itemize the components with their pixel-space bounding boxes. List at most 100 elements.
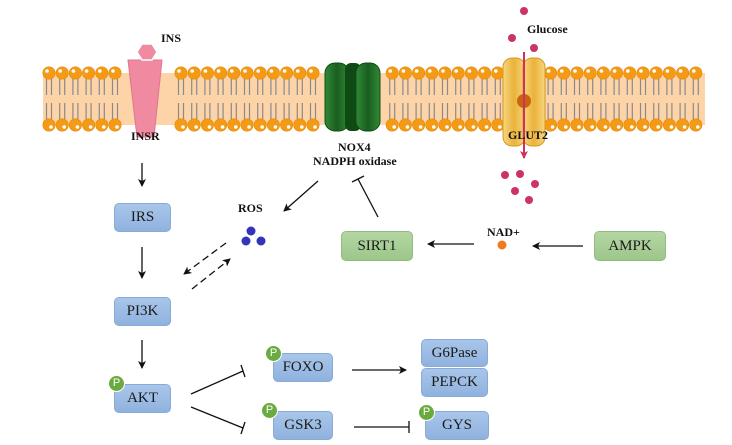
lipid-highlight: [480, 69, 485, 73]
lipid-highlight: [300, 125, 304, 129]
lipid-highlight: [388, 69, 393, 73]
lipid-highlight: [181, 125, 185, 129]
lipid-head: [200, 118, 214, 132]
lipid-head: [95, 66, 109, 80]
nox4-channel: [324, 62, 381, 132]
lipid-head: [174, 118, 188, 132]
lipid-highlight: [98, 69, 102, 73]
lipid-head: [412, 66, 426, 80]
lipid-highlight: [243, 69, 247, 73]
lipid-head: [610, 66, 624, 80]
lipid-head: [464, 118, 478, 132]
lipid-highlight: [692, 69, 696, 73]
lipid-head: [596, 118, 610, 132]
lipid-head: [636, 118, 650, 132]
lipid-highlight: [111, 69, 115, 73]
lipid-head: [649, 66, 663, 80]
glucose-label: Glucose: [527, 22, 568, 36]
nadph-oxidase-label: NADPH oxidase: [313, 154, 397, 168]
lipid-head: [187, 118, 201, 132]
phospho-badge-gys: P: [418, 404, 435, 421]
lipid-head: [240, 66, 254, 80]
lipid-highlight: [454, 69, 459, 73]
lipid-head: [557, 66, 571, 80]
lipid-highlight: [392, 125, 397, 129]
lipid-head: [464, 66, 478, 80]
lipid-head: [451, 66, 465, 80]
foxo-node: FOXO: [273, 353, 333, 382]
lipid-head: [636, 66, 650, 80]
insr-receptor: [127, 43, 163, 138]
lipid-head: [293, 66, 307, 80]
lipid-highlight: [603, 125, 608, 129]
lipid-highlight: [586, 69, 590, 73]
inhibit-akt-foxo: [190, 364, 246, 395]
glucose-dot: [525, 196, 533, 204]
lipid-highlight: [428, 69, 432, 73]
lipid-head: [689, 118, 703, 132]
lipid-highlight: [190, 69, 194, 73]
lipid-head: [227, 66, 241, 80]
lipid-head: [214, 66, 228, 80]
lipid-highlight: [696, 125, 700, 129]
lipid-highlight: [682, 125, 687, 129]
lipid-head: [42, 66, 56, 80]
lipid-highlight: [467, 69, 472, 73]
lipid-highlight: [445, 125, 449, 129]
lipid-highlight: [652, 69, 656, 73]
lipid-head: [82, 66, 96, 80]
insr-label: INSR: [131, 129, 160, 143]
lipid-head: [662, 118, 676, 132]
lipid-highlight: [220, 125, 225, 129]
lipid-highlight: [62, 125, 66, 129]
phospho-badge-gsk3: P: [261, 402, 278, 419]
glut2-transporter: [502, 52, 546, 159]
lipid-head: [610, 118, 624, 132]
glucose-dot: [531, 180, 539, 188]
lipid-highlight: [84, 69, 89, 73]
lipid-head: [187, 66, 201, 80]
glucose-dot: [530, 44, 538, 52]
lipid-highlight: [484, 125, 489, 129]
lipid-highlight: [669, 125, 674, 129]
lipid-head: [108, 66, 122, 80]
lipid-head: [676, 66, 690, 80]
lipid-head: [623, 66, 637, 80]
lipid-head: [438, 66, 452, 80]
lipid-highlight: [313, 125, 317, 129]
lipid-highlight: [630, 125, 634, 129]
lipid-highlight: [401, 69, 406, 73]
lipid-highlight: [45, 69, 49, 73]
lipid-head: [174, 66, 188, 80]
lipid-head: [266, 118, 280, 132]
arrow-nox4-ros: [283, 180, 319, 212]
lipid-head: [425, 118, 439, 132]
lipid-highlight: [216, 69, 221, 73]
lipid-head: [570, 118, 584, 132]
lipid-head: [623, 118, 637, 132]
lipid-highlight: [414, 69, 419, 73]
lipid-highlight: [230, 69, 234, 73]
lipid-highlight: [71, 69, 76, 73]
lipid-head: [451, 118, 465, 132]
lipid-head: [398, 66, 412, 80]
lipid-head: [82, 118, 96, 132]
glucose-dot: [501, 171, 509, 179]
lipid-highlight: [88, 125, 93, 129]
phospho-badge-foxo: P: [265, 345, 282, 362]
lipid-head: [398, 118, 412, 132]
lipid-highlight: [494, 69, 498, 73]
lipid-head: [438, 118, 452, 132]
lipid-head: [108, 118, 122, 132]
lipid-highlight: [577, 125, 581, 129]
lipid-highlight: [599, 69, 604, 73]
lipid-highlight: [550, 125, 555, 129]
lipid-highlight: [573, 69, 577, 73]
lipid-highlight: [560, 69, 564, 73]
lipid-head: [478, 66, 492, 80]
lipid-head: [689, 66, 703, 80]
lipid-highlight: [194, 125, 198, 129]
lipid-head: [491, 66, 505, 80]
arrow-ros-pi3k: [183, 242, 227, 275]
